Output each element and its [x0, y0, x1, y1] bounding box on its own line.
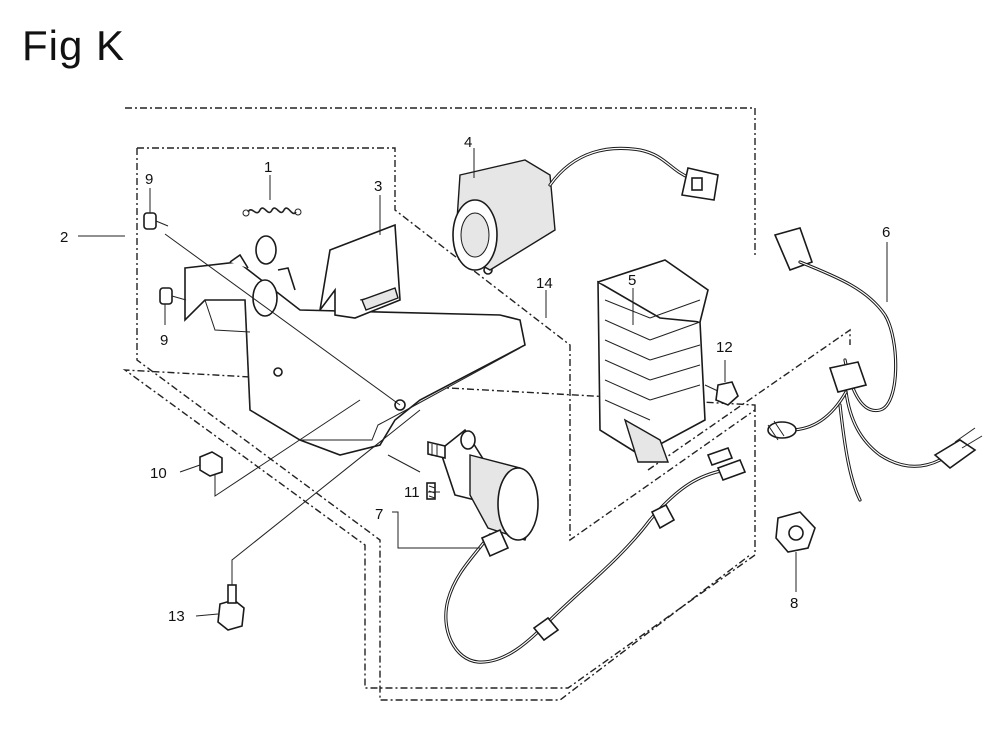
outer-group-boundary [122, 107, 756, 689]
callout-3: 3 [374, 178, 382, 195]
bolt-12 [704, 381, 739, 406]
figure-title: Fig K [22, 22, 126, 69]
callout-11: 11 [404, 484, 420, 501]
bolt-11 [426, 482, 436, 500]
callout-9-top: 9 [145, 171, 153, 188]
harness-group-boundary [647, 328, 851, 471]
callout-4: 4 [464, 134, 472, 151]
callout-2: 2 [60, 229, 68, 246]
callout-13: 13 [168, 608, 185, 625]
spring [242, 207, 302, 217]
callout-8: 8 [790, 595, 798, 612]
regulator-5 [597, 259, 709, 463]
leader-lines [78, 148, 888, 617]
callout-14: 14 [536, 275, 553, 292]
callout-labels: 1 2 3 4 5 6 7 8 9 9 10 11 12 13 14 [60, 134, 890, 625]
bracket-plate [319, 223, 401, 319]
screw-9-top [143, 212, 169, 230]
bolt-13 [217, 584, 245, 631]
bracket-group-boundary [136, 147, 756, 701]
nut-10 [199, 451, 223, 477]
callout-5: 5 [628, 272, 636, 289]
wire-harness-6 [767, 227, 983, 502]
terminal-8 [775, 511, 816, 553]
callout-7: 7 [375, 506, 383, 523]
screw-9-lower [159, 287, 187, 305]
callout-6: 6 [882, 224, 890, 241]
callout-1: 1 [264, 159, 272, 176]
callout-12: 12 [716, 339, 733, 356]
condenser-4 [452, 146, 719, 271]
callout-9-lower: 9 [160, 332, 168, 349]
callout-10: 10 [150, 465, 167, 482]
solenoid-7 [427, 428, 747, 664]
